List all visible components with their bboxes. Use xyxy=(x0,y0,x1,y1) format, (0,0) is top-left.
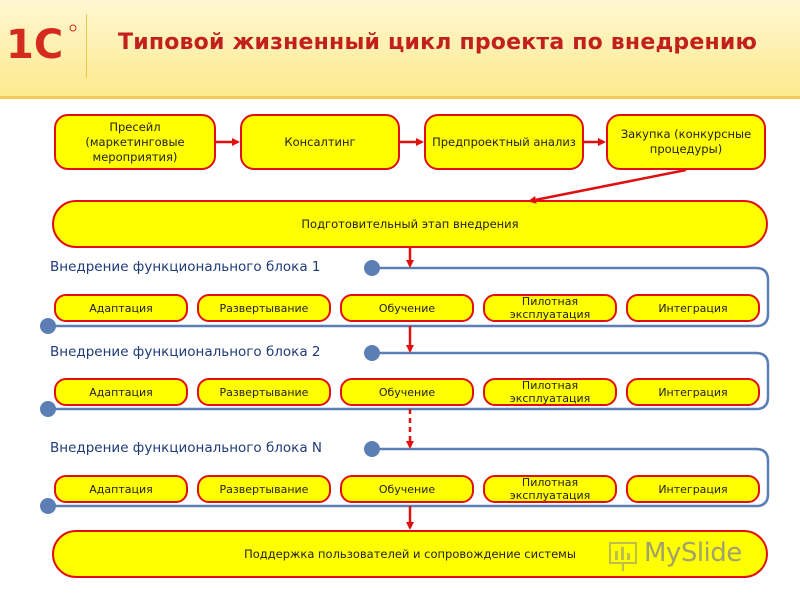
block-1-start-node xyxy=(364,260,380,276)
step-procurement: Закупка (конкурсные процедуры) xyxy=(606,114,766,170)
myslide-watermark-icon xyxy=(609,542,637,571)
step-preproject-analysis: Предпроектный анализ xyxy=(424,114,584,170)
step-consulting: Консалтинг xyxy=(240,114,400,170)
block-2-start-node xyxy=(364,345,380,361)
logo-1c: 1С xyxy=(6,22,77,68)
block-1-phase-adaptation: Адаптация xyxy=(54,294,188,322)
block-2-loop xyxy=(48,351,770,411)
myslide-watermark-text: MySlide xyxy=(644,538,742,568)
block-2-phase-integration: Интеграция xyxy=(626,378,760,406)
block-1-end-node xyxy=(40,318,56,334)
block-1-phase-deployment: Развертывание xyxy=(197,294,331,322)
block-n-title: Внедрение функционального блока N xyxy=(50,440,322,456)
block-1-loop xyxy=(48,266,770,328)
block-n-start-node xyxy=(364,441,380,457)
block-2-title: Внедрение функционального блока 2 xyxy=(50,344,321,360)
block-n-phase-adaptation: Адаптация xyxy=(54,475,188,503)
block-1-phase-training: Обучение xyxy=(340,294,474,322)
block-1-phase-pilot: Пилотная эксплуатация xyxy=(483,294,617,322)
logo-divider xyxy=(86,14,87,78)
step-presale: Пресейл (маркетинговые мероприятия) xyxy=(54,114,216,170)
header-band xyxy=(0,0,800,98)
arrow-procurement-prep xyxy=(528,168,687,204)
support-stage: Поддержка пользователей и сопровождение … xyxy=(52,530,768,578)
block-2-phase-training: Обучение xyxy=(340,378,474,406)
page-title: Типовой жизненный цикл проекта по внедре… xyxy=(118,30,758,55)
block-n-end-node xyxy=(40,498,56,514)
block-1-phase-integration: Интеграция xyxy=(626,294,760,322)
logo-1c-text: 1С xyxy=(6,22,63,68)
prep-stage: Подготовительный этап внедрения xyxy=(52,200,768,248)
block-n-phase-training: Обучение xyxy=(340,475,474,503)
block-2-end-node xyxy=(40,401,56,417)
block-2-phase-adaptation: Адаптация xyxy=(54,378,188,406)
block-2-phase-deployment: Развертывание xyxy=(197,378,331,406)
block-1-title: Внедрение функционального блока 1 xyxy=(50,259,321,275)
block-n-phase-integration: Интеграция xyxy=(626,475,760,503)
block-n-phase-pilot: Пилотная эксплуатация xyxy=(483,475,617,503)
block-2-phase-pilot: Пилотная эксплуатация xyxy=(483,378,617,406)
block-n-loop xyxy=(48,447,770,508)
header-divider xyxy=(0,96,800,99)
block-n-phase-deployment: Развертывание xyxy=(197,475,331,503)
